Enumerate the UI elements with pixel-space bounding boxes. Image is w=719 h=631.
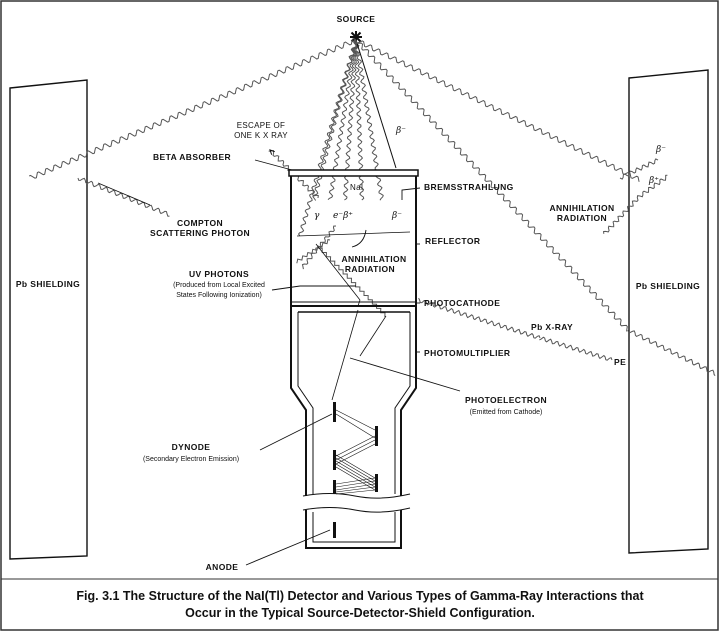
nai-crystal-housing: [288, 169, 419, 307]
label-pb-shielding-left: Pb SHIELDING: [16, 279, 80, 289]
ray-annihilation-right-2: [639, 174, 668, 198]
diagram-labels: SOURCE ESCAPE OF ONE K X RAY BETA ABSORB…: [16, 14, 700, 572]
figure-caption: Fig. 3.1 The Structure of the NaI(Tl) De…: [76, 589, 644, 620]
ray-into-crystal-6: [297, 39, 357, 237]
caption-line2: Occur in the Typical Source-Detector-Shi…: [185, 606, 535, 620]
label-uv-photons: UV PHOTONS: [189, 269, 249, 279]
ray-beta-minus-right: [619, 158, 659, 180]
label-annihilation-center-line1: ANNIHILATION: [341, 254, 406, 264]
label-annihilation-center-line2: RADIATION: [345, 264, 395, 274]
label-photoelectron: PHOTOELECTRON: [465, 395, 547, 405]
label-pb-xray: Pb X-RAY: [531, 322, 573, 332]
label-photomultiplier: PHOTOMULTIPLIER: [424, 348, 510, 358]
ray-annihilation-right-1: [603, 195, 641, 234]
crystal-interactions: [296, 231, 411, 401]
caption-line1: Fig. 3.1 The Structure of the NaI(Tl) De…: [76, 589, 644, 603]
label-photoelectron-sub: (Emitted from Cathode): [470, 409, 543, 416]
label-dynode-sub: (Secondary Electron Emission): [143, 456, 239, 463]
label-beta-plus-right: β⁺: [648, 176, 659, 186]
label-bremsstrahlung: BREMSSTRAHLUNG: [424, 182, 514, 192]
label-annihilation-right-line1: ANNIHILATION: [549, 203, 614, 213]
ray-uv-1: [296, 239, 331, 264]
pb-shield-right: [628, 69, 709, 554]
ray-to-right-shield-lower: [355, 39, 628, 332]
photomultiplier-tube: [290, 306, 417, 549]
label-dynode: DYNODE: [172, 442, 211, 452]
label-pb-shielding-right: Pb SHIELDING: [636, 281, 700, 291]
pb-shield-left: [9, 79, 88, 560]
label-beta-absorber: BETA ABSORBER: [153, 152, 231, 162]
label-gamma: γ: [314, 211, 320, 221]
label-nai: NaI: [350, 183, 363, 192]
anode-plate: [333, 522, 336, 538]
label-escape-line2: ONE K X RAY: [234, 131, 288, 140]
label-pe: PE: [614, 357, 626, 367]
arrowhead-k-xray: [269, 149, 275, 155]
beta-particle-path: [355, 39, 397, 169]
label-e-beta-plus: e⁻β⁺: [333, 211, 353, 221]
label-uv-sub-line1: (Produced from Local Excited: [173, 282, 265, 289]
ray-compton-scatter: [77, 177, 170, 217]
label-beta-minus-right: β⁻: [655, 145, 666, 155]
label-uv-sub-line2: States Following Ionization): [176, 292, 262, 299]
leader-lines: [97, 159, 461, 566]
ray-to-right-shield: [355, 39, 640, 182]
label-photocathode: PHOTOCATHODE: [424, 298, 500, 308]
label-beta-minus: β⁻: [395, 126, 406, 136]
ray-through-right-shield: [627, 329, 716, 377]
label-compton-line2: SCATTERING PHOTON: [150, 228, 250, 238]
label-reflector: REFLECTOR: [425, 236, 480, 246]
label-annihilation-right-line2: RADIATION: [557, 213, 607, 223]
label-anode: ANODE: [206, 562, 239, 572]
ray-to-left-shield: [28, 38, 357, 179]
label-compton-line1: COMPTON: [177, 218, 223, 228]
ray-uv-2: [317, 246, 386, 317]
ray-pb-xray-to-detector: [418, 297, 541, 339]
label-escape-line1: ESCAPE OF: [237, 121, 286, 130]
ray-pb-xray: [539, 336, 613, 361]
dynode-stack: [333, 402, 378, 538]
label-beta-minus-inner: β⁻: [391, 211, 402, 221]
label-source: SOURCE: [337, 14, 376, 24]
